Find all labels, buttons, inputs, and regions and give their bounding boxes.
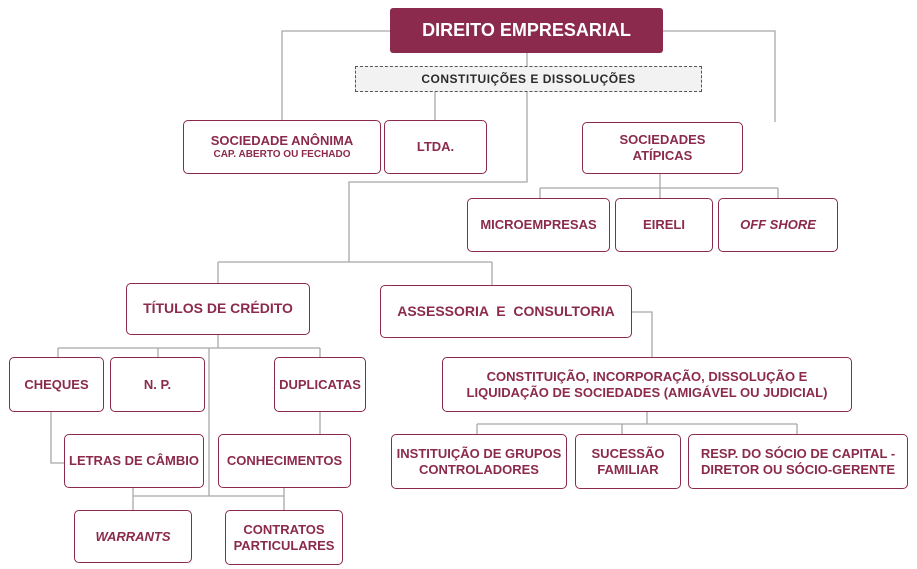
connector-letras (50, 412, 64, 464)
connector-assessoria-constituicao (632, 311, 653, 357)
node-contratos-line2: PARTICULARES (233, 537, 335, 553)
node-instituicao-line1: INSTITUIÇÃO DE GRUPOS (396, 445, 562, 461)
node-sucessao-line1: SUCESSÃO (591, 445, 665, 461)
connector-subtitle-titulos (348, 92, 528, 262)
page-title: DIREITO EMPRESARIAL (390, 8, 663, 53)
node-titulos-de-credito: TÍTULOS DE CRÉDITO (126, 283, 310, 335)
node-warrants: WARRANTS (74, 510, 192, 563)
node-assessoria-label: ASSESSORIA E CONSULTORIA (397, 302, 615, 319)
node-np-label: N. P. (143, 376, 172, 392)
node-contratos-line1: CONTRATOS (243, 521, 325, 537)
node-instituicao-line2: CONTROLADORES (419, 461, 539, 477)
node-micro-label: MICROEMPRESAS (480, 217, 597, 233)
node-duplicatas-label: DUPLICATAS (279, 376, 361, 392)
subtitle-banner: CONSTITUIÇÕES E DISSOLUÇÕES (355, 66, 702, 92)
node-letras-de-cambio: LETRAS DE CÂMBIO (64, 434, 204, 488)
node-atipicas-line2: ATÍPICAS (632, 148, 693, 163)
connector-title-sa (281, 30, 390, 120)
node-resp-line1: RESP. DO SÓCIO DE CAPITAL - (700, 445, 896, 461)
node-atipicas-line1: SOCIEDADES (619, 132, 706, 148)
node-ltda-label: LTDA. (416, 139, 455, 155)
node-titulos-label: TÍTULOS DE CRÉDITO (143, 300, 293, 317)
node-sucessao-familiar: SUCESSÃO FAMILIAR (575, 434, 681, 489)
node-constituicao-line2: LIQUIDAÇÃO DE SOCIEDADES (AMIGÁVEL OU JU… (466, 384, 828, 400)
node-sucessao-line2: FAMILIAR (597, 461, 659, 477)
node-conhecimentos-label: CONHECIMENTOS (226, 453, 343, 469)
node-cheques-label: CHEQUES (24, 376, 89, 392)
node-sa-sublabel: CAP. ABERTO OU FECHADO (213, 148, 351, 160)
page-title-text: DIREITO EMPRESARIAL (422, 19, 631, 40)
node-instituicao-grupos: INSTITUIÇÃO DE GRUPOS CONTROLADORES (391, 434, 567, 489)
node-microempresas: MICROEMPRESAS (467, 198, 610, 252)
connector-title-atipicas (663, 30, 776, 122)
node-ltda: LTDA. (384, 120, 487, 174)
node-off-shore: OFF SHORE (718, 198, 838, 252)
subtitle-text: CONSTITUIÇÕES E DISSOLUÇÕES (421, 71, 636, 86)
node-sociedades-atipicas: SOCIEDADES ATÍPICAS (582, 122, 743, 174)
node-warrants-label: WARRANTS (95, 528, 171, 544)
node-contratos-particulares: CONTRATOS PARTICULARES (225, 510, 343, 565)
node-conhecimentos: CONHECIMENTOS (218, 434, 351, 488)
node-offshore-label: OFF SHORE (740, 217, 816, 233)
node-resp-line2: DIRETOR OU SÓCIO-GERENTE (700, 461, 896, 477)
node-resp-socio-capital: RESP. DO SÓCIO DE CAPITAL - DIRETOR OU S… (688, 434, 908, 489)
node-np: N. P. (110, 357, 205, 412)
node-eireli-label: EIRELI (643, 217, 685, 233)
node-sociedade-anonima: SOCIEDADE ANÔNIMA CAP. ABERTO OU FECHADO (183, 120, 381, 174)
node-duplicatas: DUPLICATAS (274, 357, 366, 412)
node-constituicao-incorporacao: CONSTITUIÇÃO, INCORPORAÇÃO, DISSOLUÇÃO E… (442, 357, 852, 412)
node-assessoria-consultoria: ASSESSORIA E CONSULTORIA (380, 285, 632, 338)
node-eireli: EIRELI (615, 198, 713, 252)
node-sa-label: SOCIEDADE ANÔNIMA (210, 132, 354, 148)
node-letras-label: LETRAS DE CÂMBIO (69, 453, 199, 469)
node-constituicao-line1: CONSTITUIÇÃO, INCORPORAÇÃO, DISSOLUÇÃO E (486, 368, 808, 384)
node-cheques: CHEQUES (9, 357, 104, 412)
